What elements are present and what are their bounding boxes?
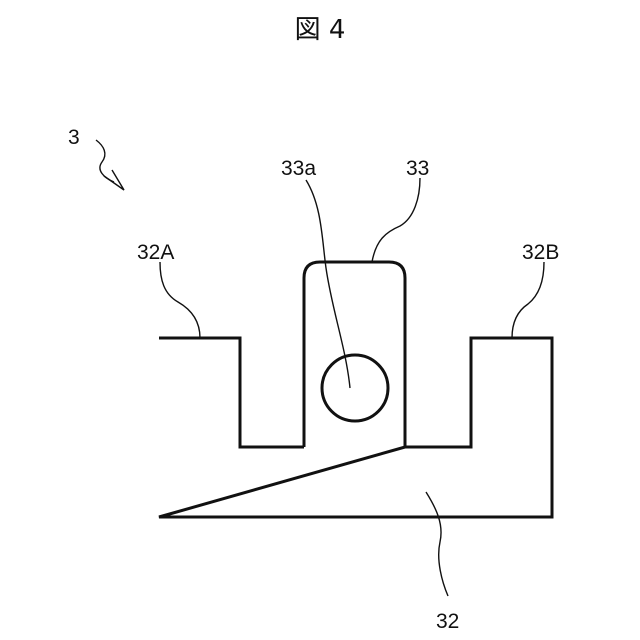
label-assembly: 3 (68, 126, 80, 149)
label-right-arm: 32B (522, 241, 559, 264)
leader-line-assembly (96, 140, 114, 182)
leader-line-boss (372, 178, 420, 262)
leader-line-left-arm (160, 262, 200, 338)
label-left-arm: 32A (137, 241, 174, 264)
label-base: 32 (436, 610, 459, 633)
leader-line-base (426, 492, 448, 596)
hole-circle (322, 355, 388, 421)
arrowhead-assembly (104, 170, 124, 190)
label-hole: 33a (281, 157, 316, 180)
figure-title: 図 4 (295, 15, 346, 45)
leader-line-right-arm (512, 262, 544, 338)
label-boss: 33 (406, 157, 429, 180)
base-part-outline (159, 338, 552, 517)
